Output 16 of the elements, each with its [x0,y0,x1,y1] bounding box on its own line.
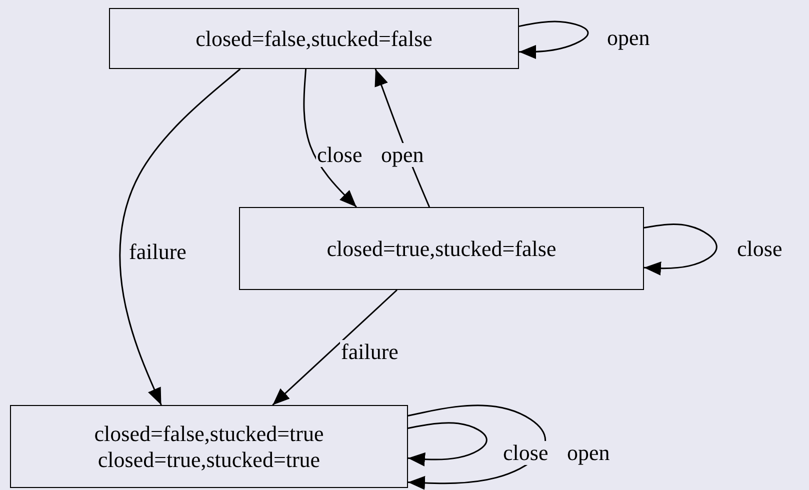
state-label: closed=true,stucked=false [326,236,556,262]
state-box [10,405,408,488]
state-box [109,8,519,69]
arrow [272,289,398,406]
arrow [408,404,546,490]
arrow [518,20,589,59]
edge-label: open [380,143,425,167]
arrow [408,422,488,466]
arrow [119,68,241,406]
state-box [239,207,644,290]
state-label: closed=false,stucked=true [94,421,324,446]
edge-label: close [502,441,550,465]
state-label: closed=true,stucked=true [98,446,320,472]
arrow [644,224,718,276]
arrow [303,68,357,208]
state-label: closed=false,stucked=false [196,26,432,52]
